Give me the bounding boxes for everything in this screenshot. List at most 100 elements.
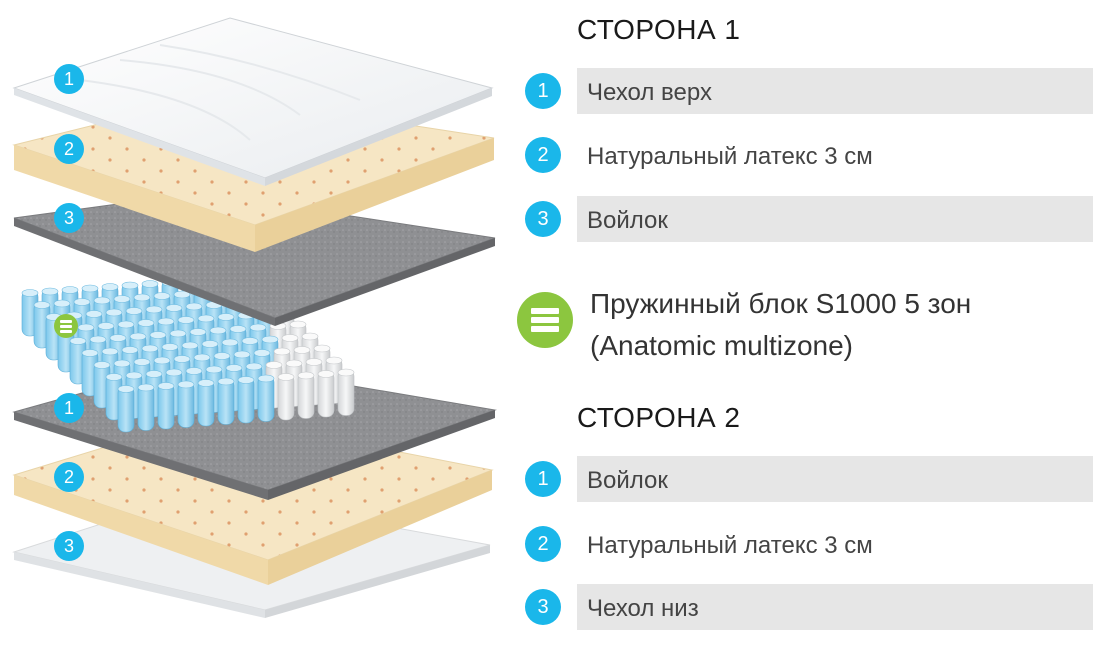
spring-pocket-cap [209, 326, 227, 335]
spring-pocket [157, 382, 175, 430]
spring-pocket-cap [41, 287, 59, 296]
spring-pocket-cap [185, 367, 203, 375]
spring-pocket-cap [165, 368, 183, 377]
spring-pocket-cap [77, 323, 95, 332]
spring-pocket-cap [69, 337, 87, 345]
spring-pocket-cap [197, 314, 215, 323]
spring-pocket-cap [289, 320, 307, 329]
spring-pocket-cap [237, 376, 255, 384]
spring-pocket [237, 376, 255, 424]
spring-pocket-cap [157, 382, 175, 390]
spring-pocket-cap [301, 332, 319, 341]
illus-badge-felt-top: 3 [54, 203, 84, 233]
spring-pocket [317, 370, 335, 418]
side2-title: СТОРОНА 2 [577, 402, 741, 433]
spring-pocket-cap [293, 346, 311, 354]
spring-pocket-cap [189, 328, 207, 336]
illus-badge-cover-bottom: 3 [54, 531, 84, 561]
spring-pocket [277, 373, 295, 421]
spring-pocket-cap [169, 329, 187, 338]
spring-pocket-cap [277, 373, 295, 381]
spring-pocket-cap [89, 335, 107, 344]
spring-pocket-cap [93, 361, 111, 369]
spring-pocket-cap [253, 349, 271, 357]
spring-pocket-cap [265, 361, 283, 369]
spring-pocket-cap [313, 344, 331, 353]
side1-title: СТОРОНА 1 [577, 14, 741, 45]
spring-pocket-cap [149, 331, 167, 339]
spring-pocket-cap [173, 290, 191, 299]
illus-badge-felt-bottom: 1 [54, 393, 84, 423]
spring-block-icon [517, 292, 573, 348]
number-badge: 3 [525, 201, 561, 237]
spring-pocket-cap [221, 338, 239, 347]
illus-spring-badge-icon [54, 314, 78, 338]
top-felt-layer [13, 192, 496, 326]
illus-badge-latex-bottom: 2 [54, 462, 84, 492]
spring-pocket-cap [337, 368, 355, 377]
spring-pocket-cap [229, 325, 247, 333]
spring-pocket [137, 384, 155, 431]
spring-pocket-cap [173, 355, 191, 363]
spring-pocket-cap [201, 340, 219, 348]
spring-pocket-cap [165, 304, 183, 312]
spring-pocket-cap [117, 320, 135, 329]
spring-pocket-cap [181, 341, 199, 350]
item-label: Натуральный латекс 3 см [587, 532, 873, 559]
spring-pocket-cap [109, 334, 127, 342]
spring-pocket-cap [249, 323, 267, 332]
side2-item-2: 2 Натуральный латекс 3 см [525, 521, 1095, 565]
item-label-box: Натуральный латекс 3 см [577, 132, 1093, 178]
spring-pocket-cap [113, 295, 131, 303]
spring-pocket [217, 378, 235, 425]
spring-pocket-cap [193, 353, 211, 362]
spring-pocket-cap [177, 316, 195, 324]
spring-pocket-cap [137, 383, 155, 392]
spring-pocket-cap [197, 379, 215, 387]
spring-pocket-cap [33, 301, 51, 309]
spring-pocket-cap [121, 346, 139, 354]
spring-pocket [297, 372, 315, 419]
spring-pocket-cap [61, 286, 79, 294]
spring-pocket-cap [21, 289, 39, 297]
spring-pocket-cap [273, 347, 291, 356]
item-label: Войлок [587, 467, 668, 494]
spring-pocket-cap [153, 292, 171, 300]
side1-item-3: 3 Войлок [525, 196, 1095, 242]
spring-pocket-cap [141, 280, 159, 288]
spring-block-line2: (Anatomic multizone) [590, 330, 853, 361]
spring-pocket-cap [177, 380, 195, 389]
spring-pocket-cap [213, 352, 231, 360]
item-label: Чехол верх [587, 79, 712, 106]
number-badge: 1 [525, 73, 561, 109]
spring-pocket-cap [81, 284, 99, 293]
spring-pocket-cap [245, 362, 263, 371]
spring-pocket-cap [125, 371, 143, 380]
spring-pocket [257, 375, 275, 422]
spring-pocket-cap [217, 377, 235, 386]
top-cover-layer [12, 17, 494, 186]
illus-badge-latex-top: 2 [54, 134, 84, 164]
spring-block-layer [21, 272, 355, 433]
spring-pocket-cap [285, 359, 303, 368]
side2-item-3: 3 Чехол низ [525, 584, 1095, 630]
spring-pocket-cap [225, 364, 243, 372]
spring-pocket-cap [53, 299, 71, 308]
side2-item-1: 1 Войлок [525, 456, 1095, 502]
spring-pocket-cap [93, 296, 111, 305]
mattress-layers-illustration [12, 17, 497, 618]
spring-pocket [197, 379, 215, 427]
spring-pocket-cap [117, 385, 135, 393]
spring-pocket-cap [105, 308, 123, 317]
spring-pocket-cap [97, 322, 115, 330]
spring-pocket-cap [305, 358, 323, 366]
item-label: Войлок [587, 207, 668, 234]
spring-pocket-cap [105, 373, 123, 381]
spring-pocket-cap [133, 358, 151, 366]
spring-pocket-cap [157, 317, 175, 326]
spring-pocket [337, 369, 355, 416]
side1-item-2: 2 Натуральный латекс 3 см [525, 132, 1095, 176]
spring-pocket-cap [161, 343, 179, 351]
item-label: Чехол низ [587, 595, 699, 622]
spring-pocket-cap [217, 313, 235, 321]
